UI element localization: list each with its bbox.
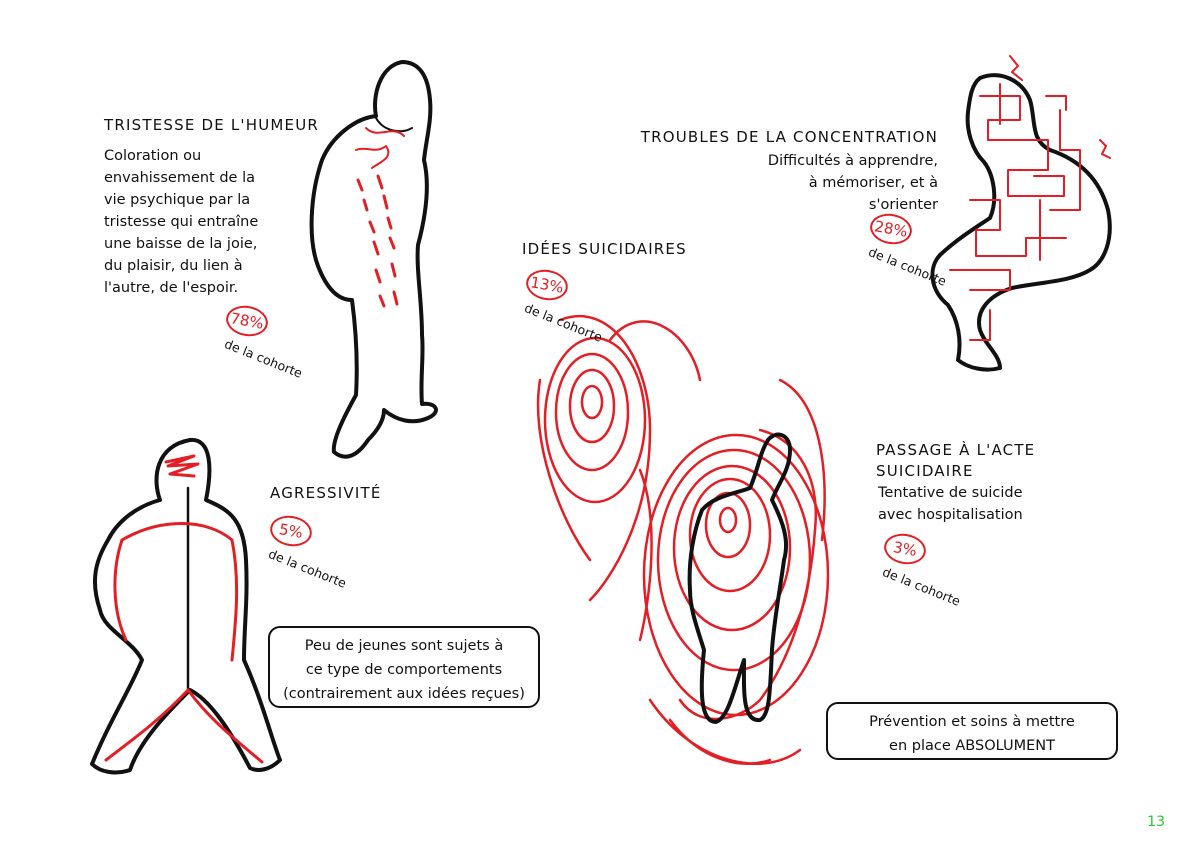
- concentration-line: Difficultés à apprendre,: [767, 153, 938, 169]
- passage-line: avec hospitalisation: [878, 507, 1023, 523]
- sitting-figure-illustration: [930, 55, 1112, 372]
- tristesse-line: une baisse de la joie,: [104, 236, 258, 252]
- passage-title-line: SUICIDAIRE: [876, 462, 974, 480]
- agressivite-title: AGRESSIVITÉ: [270, 484, 382, 502]
- concentration-title: TROUBLES DE LA CONCENTRATION: [640, 128, 938, 146]
- contour-lines-illustration: [536, 314, 830, 765]
- passage-note-line: Prévention et soins à mettre: [869, 714, 1075, 730]
- page-number: 13: [1147, 814, 1165, 830]
- agressivite-note-line: (contrairement aux idées reçues): [283, 686, 525, 702]
- passage-note-box: Prévention et soins à mettre en place AB…: [826, 702, 1118, 760]
- tristesse-title: TRISTESSE DE L'HUMEUR: [104, 116, 320, 134]
- tristesse-line: du plaisir, du lien à: [104, 258, 243, 274]
- tristesse-line: Coloration ou: [104, 148, 202, 164]
- tristesse-line: vie psychique par la: [104, 192, 251, 208]
- concentration-line: s'orienter: [868, 197, 938, 213]
- aggressive-figure-illustration: [90, 437, 282, 775]
- agressivite-note-line: Peu de jeunes sont sujets à: [304, 638, 504, 654]
- passage-title: PASSAGE À L'ACTE SUICIDAIRE: [876, 440, 1035, 482]
- concentration-line: à mémoriser, et à: [808, 175, 938, 191]
- standing-figure-outline-illustration: [687, 432, 792, 724]
- tristesse-line: envahissement de la: [104, 170, 256, 186]
- passage-description: Tentative de suicide avec hospitalisatio…: [878, 482, 1023, 526]
- sad-walking-figure-illustration: [309, 60, 438, 459]
- tristesse-description: Coloration ou envahissement de la vie ps…: [104, 145, 258, 299]
- tristesse-line: tristesse qui entraîne: [104, 214, 259, 230]
- tristesse-line: l'autre, de l'espoir.: [104, 280, 239, 296]
- concentration-description: Difficultés à apprendre, à mémoriser, et…: [768, 150, 938, 216]
- agressivite-note-line: ce type de comportements: [305, 662, 503, 678]
- passage-title-line: PASSAGE À L'ACTE: [876, 441, 1036, 459]
- agressivite-note-box: Peu de jeunes sont sujets à ce type de c…: [268, 626, 540, 708]
- passage-note-line: en place ABSOLUMENT: [889, 738, 1055, 754]
- idees-title: IDÉES SUICIDAIRES: [522, 240, 687, 258]
- passage-line: Tentative de suicide: [878, 485, 1023, 501]
